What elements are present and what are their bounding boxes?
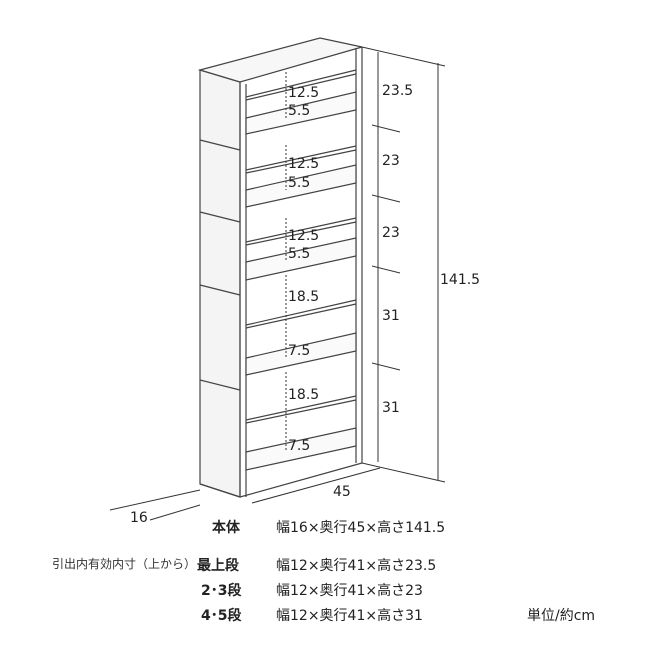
section-height-5: 31	[382, 400, 400, 416]
inner-lower-5: 7.5	[288, 438, 310, 454]
spec-row-label-1: 最上段	[197, 558, 239, 574]
body-label: 本体	[212, 520, 240, 536]
inner-upper-2: 12.5	[288, 156, 319, 172]
inner-lower-3: 5.5	[288, 246, 310, 262]
section-height-1: 23.5	[382, 83, 413, 99]
spec-row-value-2: 幅12×奥行41×高さ23	[276, 583, 423, 599]
inner-lower-2: 5.5	[288, 175, 310, 191]
spec-row-label-2: 2･3段	[201, 583, 242, 599]
side-panel	[199, 69, 241, 498]
total-height: 141.5	[440, 272, 480, 288]
tray-1	[245, 69, 357, 135]
inner-lower-1: 5.5	[288, 103, 310, 119]
body-value: 幅16×奥行45×高さ141.5	[276, 520, 446, 536]
tray-4	[245, 299, 357, 376]
tray-3	[245, 217, 357, 281]
section-height-2: 23	[382, 153, 400, 169]
inner-lower-4: 7.5	[288, 343, 310, 359]
section-height-3: 23	[382, 225, 400, 241]
drawer-inner-note: 引出内有効内寸（上から）	[52, 557, 197, 571]
width-dim: 45	[333, 484, 351, 500]
depth-dim: 16	[130, 510, 148, 526]
spec-row-label-3: 4･5段	[201, 608, 242, 624]
tray-5	[245, 395, 357, 471]
inner-upper-3: 12.5	[288, 228, 319, 244]
section-height-4: 31	[382, 308, 400, 324]
tray-2	[245, 145, 357, 208]
top-panel	[197, 37, 363, 83]
inner-upper-1: 12.5	[288, 85, 319, 101]
inner-upper-4: 18.5	[288, 289, 319, 305]
spec-row-value-3: 幅12×奥行41×高さ31	[276, 608, 423, 624]
inner-upper-5: 18.5	[288, 387, 319, 403]
spec-row-value-1: 幅12×奥行41×高さ23.5	[276, 558, 437, 574]
unit-label: 単位/約cm	[527, 608, 596, 624]
